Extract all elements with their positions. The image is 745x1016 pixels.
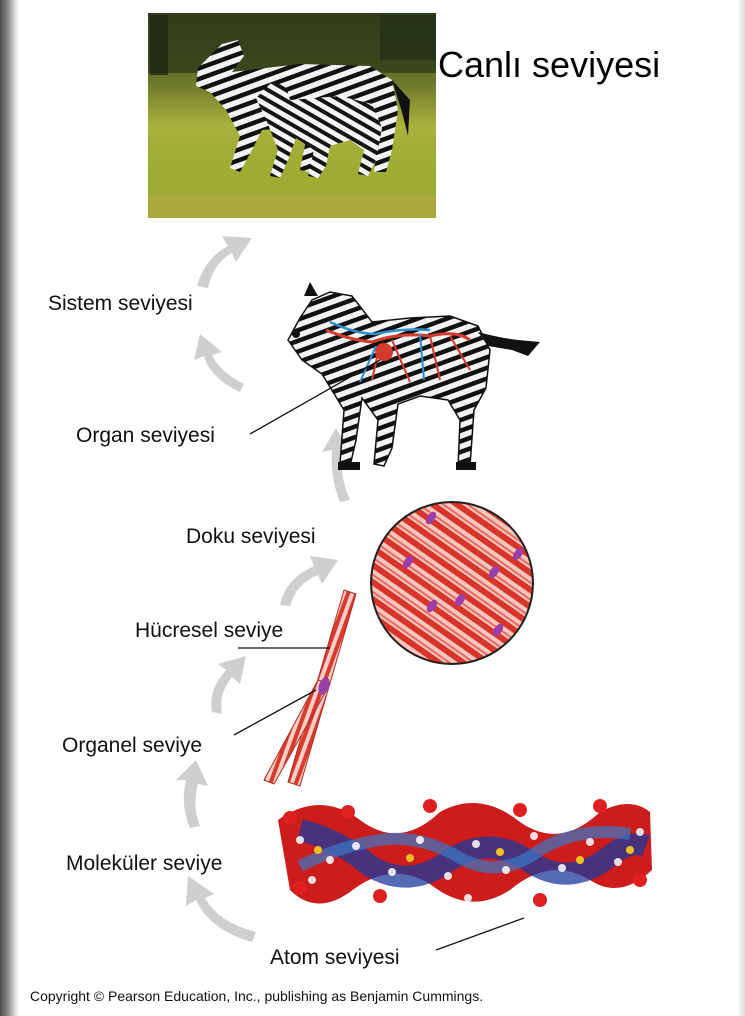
zebra-circulatory-drawing: [288, 282, 540, 470]
arrow-to-doku: [280, 556, 338, 606]
label-sistem-seviyesi: Sistem seviyesi: [48, 292, 193, 316]
label-hucresel-seviye: Hücresel seviye: [135, 619, 283, 643]
heart-shape: [375, 343, 393, 361]
label-organel-seviye: Organel seviye: [62, 734, 202, 758]
title-canli-seviyesi: Canlı seviyesi: [438, 44, 660, 86]
zebra-photo: [148, 13, 436, 218]
label-atom-seviyesi: Atom seviyesi: [270, 946, 400, 970]
copyright-notice: Copyright © Pearson Education, Inc., pub…: [30, 988, 483, 1004]
label-organ-seviyesi: Organ seviyesi: [76, 424, 215, 448]
label-molekuler-seviye: Moleküler seviye: [66, 852, 222, 876]
arrow-to-sistem: [194, 334, 244, 392]
arrow-to-organel: [176, 760, 208, 828]
label-doku-seviyesi: Doku seviyesi: [186, 525, 316, 549]
arrow-to-hucresel: [211, 656, 246, 714]
arrow-to-canli: [197, 236, 252, 288]
arrow-to-molekuler: [186, 876, 256, 942]
muscle-tissue-circle: [360, 490, 550, 680]
dna-molecule: [278, 799, 652, 907]
